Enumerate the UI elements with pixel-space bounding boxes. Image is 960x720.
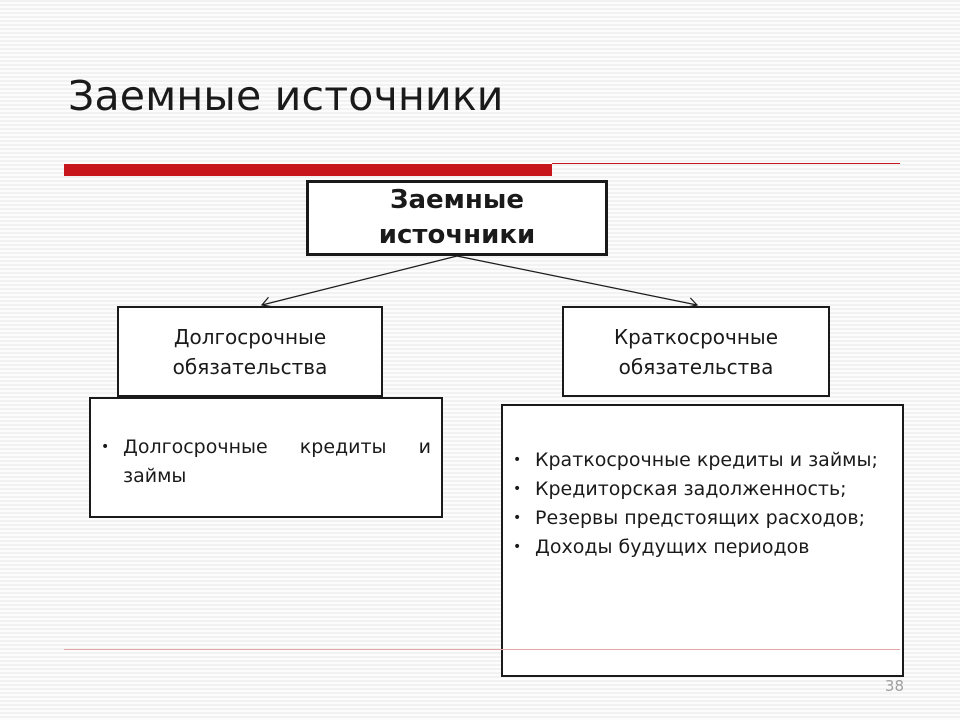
branch-node-long-term: Долгосрочные обязательства xyxy=(117,306,383,397)
short-term-items-list: • Краткосрочные кредиты и займы; • Кредито… xyxy=(511,446,892,562)
list-item: • Кредиторская задолженность; xyxy=(511,475,892,504)
slide-title: Заемные источники xyxy=(68,72,504,120)
connector-left xyxy=(261,255,458,306)
page-number: 38 xyxy=(884,677,904,695)
list-item-text: Доходы будущих периодов xyxy=(535,536,810,558)
long-term-items-box: • Долгосрочные кредиты и займы xyxy=(89,397,443,518)
list-item: • Доходы будущих периодов xyxy=(511,533,892,562)
long-term-items-list: • Долгосрочные кредиты и займы xyxy=(99,433,431,491)
short-term-items-box: • Краткосрочные кредиты и займы; • Кредито… xyxy=(501,404,904,677)
branch-node-label: Долгосрочные обязательства xyxy=(172,324,328,379)
list-item: • Долгосрочные кредиты и займы xyxy=(99,433,431,491)
bullet-icon: • xyxy=(513,510,522,526)
bullet-icon: • xyxy=(513,481,522,497)
root-node-label: Заемные источники xyxy=(378,185,536,250)
title-accent-line xyxy=(552,163,900,164)
list-item-text: Долгосрочные кредиты и займы xyxy=(123,436,431,487)
list-item: • Краткосрочные кредиты и займы; xyxy=(511,446,892,475)
list-item: • Резервы предстоящих расходов; xyxy=(511,504,892,533)
list-item-text: Кредиторская задолженность; xyxy=(535,478,847,500)
bullet-icon: • xyxy=(101,439,110,455)
bullet-icon: • xyxy=(513,539,522,555)
bullet-icon: • xyxy=(513,452,522,468)
root-node: Заемные источники xyxy=(306,180,608,256)
list-item-text: Краткосрочные кредиты и займы; xyxy=(535,449,878,471)
connector-right xyxy=(456,255,698,306)
footer-divider xyxy=(64,649,900,650)
branch-node-label: Краткосрочные обязательства xyxy=(613,324,779,379)
title-accent-bar xyxy=(64,164,552,176)
list-item-text: Резервы предстоящих расходов; xyxy=(535,507,866,529)
branch-node-short-term: Краткосрочные обязательства xyxy=(562,306,830,397)
